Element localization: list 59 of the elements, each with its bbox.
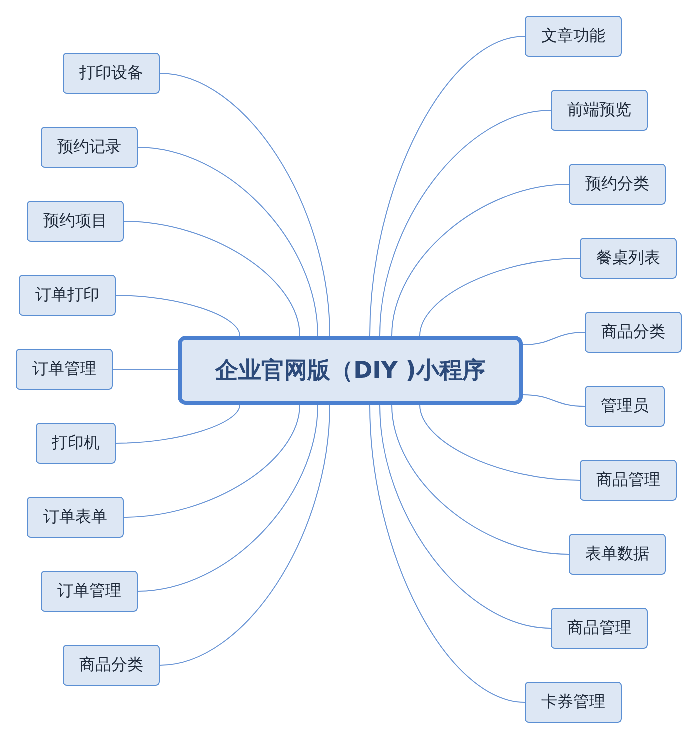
topic-box [525,16,622,57]
connector-curve [420,404,580,481]
topic-label: 文章功能 [542,26,606,47]
connector-curve [160,73,330,336]
topic-label: 打印机 [52,433,100,454]
topic-label: 预约分类 [586,174,650,195]
topic-label: 订单表单 [44,507,108,528]
topic-box [16,349,113,390]
topic-box [36,423,116,464]
connector-curve [138,147,318,336]
connector-curve [380,404,552,629]
topic-label: 管理员 [601,396,649,417]
connector-curve [392,184,570,336]
topic-box [19,275,116,316]
connector-curve [522,394,586,407]
connector-curve [138,404,318,592]
topic-label: 前端预览 [568,100,632,121]
topic-label: 订单打印 [36,285,100,306]
topic-label: 卡券管理 [542,692,606,713]
connector-curve [370,404,526,703]
topic-box [41,571,138,612]
topic-label: 餐桌列表 [596,248,660,269]
topic-label: 订单管理 [32,359,96,380]
connector-curve [124,221,300,336]
topic-label: 预约记录 [58,137,122,158]
connector-curve [392,404,570,555]
topic-box [525,682,622,723]
topic-box [585,386,665,427]
central-topic-label: 企业官网版（DIY )小程序 [216,357,486,386]
topic-label: 商品管理 [596,470,660,491]
topic-label: 打印设备 [80,63,144,84]
connector-curve [116,404,240,444]
topic-label: 订单管理 [58,581,122,602]
topic-box [27,201,124,242]
connector-curve [522,332,586,346]
topic-box [551,90,648,131]
topic-label: 商品管理 [568,618,632,639]
topic-label: 商品分类 [602,322,666,343]
connector-curve [116,295,240,336]
topic-box [569,534,666,575]
connector-curve [160,404,330,666]
topic-box [41,127,138,168]
topic-box [63,53,160,94]
topic-label: 预约项目 [44,211,108,232]
topic-box [551,608,648,649]
topic-label: 表单数据 [586,544,650,565]
central-topic-box [178,336,523,405]
topic-box [580,238,677,279]
connector-curve [124,404,300,518]
topic-box [27,497,124,538]
connector-curve [420,258,580,336]
topic-box [63,645,160,686]
topic-box [585,312,682,353]
topic-box [569,164,666,205]
topic-label: 商品分类 [80,655,144,676]
topic-box [580,460,677,501]
connector-curve [112,369,178,370]
connector-curve [370,36,526,336]
connector-curve [380,110,552,336]
